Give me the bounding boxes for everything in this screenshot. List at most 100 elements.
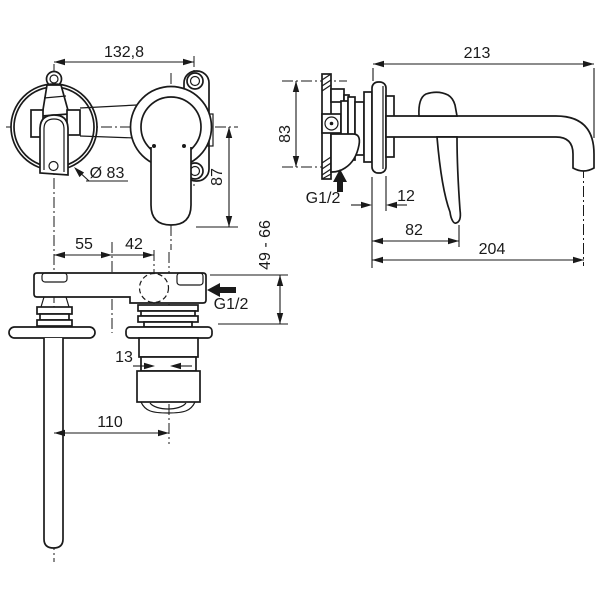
dim-handle-projection: 82: [372, 222, 460, 247]
dim-13-label: 13: [115, 349, 133, 366]
dim-132-8-label: 132,8: [104, 44, 144, 61]
body-disc-4: [363, 91, 373, 163]
dim-204-label: 204: [479, 241, 506, 258]
dim-83-label: 83: [277, 125, 294, 143]
left-body-slot-screw: [48, 160, 59, 172]
left-ring-2: [39, 313, 70, 321]
inlet-thread-label: G1/2: [306, 190, 341, 207]
body-bar-tab-left: [41, 272, 68, 283]
arrow-in-right-icon: [386, 201, 397, 209]
body-bar: [33, 272, 207, 304]
outlet-cylinder: [138, 337, 199, 358]
body-bar-tab-right: [176, 272, 204, 286]
mount-ear-top: [186, 72, 204, 90]
arrow-down-icon: [276, 313, 284, 324]
front-view: 132,8 Ø 83 87: [10, 44, 238, 228]
left-ring-1: [36, 306, 73, 315]
arrow-down-icon: [225, 216, 233, 227]
mount-ear-top-hole: [189, 75, 201, 87]
arrow-left-icon: [372, 256, 383, 264]
arrow-right-icon: [183, 58, 194, 66]
arrow-right-icon: [448, 237, 459, 245]
arrow-up-icon: [225, 127, 233, 138]
left-neck-line-b: [65, 296, 70, 308]
dim-escutcheon-depth: 12: [351, 176, 415, 268]
outlet-callout: G1/2: [207, 283, 248, 313]
dim-escutcheon-diameter: Ø 83: [74, 165, 128, 182]
dim-213-label: 213: [464, 45, 491, 62]
spout: [385, 115, 595, 172]
handle-lever-front: [150, 147, 192, 226]
dim-spout-projection: 204: [372, 241, 584, 264]
escutcheon-side: [371, 81, 387, 174]
dim-nozzle: 13: [115, 349, 192, 370]
cartridge-hidden-circle: [138, 272, 170, 304]
dim-outlet-distance: 110: [54, 414, 169, 437]
body-block-top: [330, 88, 345, 103]
dim-49-66-label: 49 - 66: [257, 220, 274, 270]
inlet-arrow-icon: [333, 169, 347, 182]
handle-lever-side: [436, 136, 462, 224]
outlet-cylinder-narrow: [140, 356, 197, 372]
dim-110-label: 110: [97, 414, 123, 431]
dim-42-label: 42: [125, 236, 143, 253]
arrow-up-icon: [292, 81, 300, 92]
arrow-left-icon: [373, 60, 384, 68]
inlet-arrow-stem: [337, 182, 343, 192]
left-body-slot-inner: [43, 118, 65, 172]
right-ring-3: [137, 315, 199, 323]
arrow-left-icon: [372, 237, 383, 245]
wall-plate-hatch-bottom: [321, 156, 332, 180]
handle-screw-right: [182, 144, 186, 148]
arrow-left-icon: [54, 58, 65, 66]
arrow-right-icon: [158, 429, 169, 437]
arrow-down-icon: [292, 156, 300, 167]
arrow-left-icon: [54, 429, 65, 437]
inlet-callout: G1/2: [306, 169, 347, 207]
connector-line-bottom: [79, 135, 137, 139]
aerator-dome: [140, 401, 196, 414]
connector-line-top: [79, 104, 138, 109]
aerator-dome-inner: [149, 402, 187, 410]
dim-width-between-centers: 132,8: [54, 44, 194, 66]
dim-plate-height: 83: [277, 81, 300, 167]
right-flange: [125, 326, 213, 339]
plan-view: G1/2 55 42 49 - 66 13: [8, 220, 288, 549]
left-body-tower-line: [43, 95, 67, 99]
dim-12-label: 12: [397, 188, 415, 205]
dim-55-label: 55: [75, 236, 93, 253]
handle-lever-fill: [151, 147, 191, 225]
cartridge-dome: [418, 91, 459, 117]
dim-embed-depth: 49 - 66: [210, 220, 288, 325]
arrow-left-icon: [54, 251, 65, 259]
left-body-slot: [39, 114, 69, 176]
left-flange: [8, 326, 96, 339]
dim-handle-drop: 87: [196, 127, 238, 228]
plate-screw: [324, 116, 339, 131]
dim-offsets: 55 42: [54, 236, 154, 259]
arrow-right-icon: [143, 251, 154, 259]
side-view: G1/2 213 83 12: [277, 45, 595, 268]
arrow-up-icon: [276, 275, 284, 286]
arrow-in-right-icon: [170, 362, 181, 370]
handle-screw-left: [152, 144, 156, 148]
dim-diameter-label: Ø 83: [90, 165, 125, 182]
dim-total-projection: 213: [372, 45, 595, 138]
left-ear-hole: [49, 74, 59, 84]
outlet-arrow-stem: [220, 287, 236, 293]
arrow-right-icon: [573, 256, 584, 264]
dim-82-label: 82: [405, 222, 423, 239]
arrow-right-icon: [583, 60, 594, 68]
wall-plate-hatch-top: [321, 73, 332, 92]
left-ring-3: [36, 319, 73, 327]
aerator-housing: [136, 370, 201, 403]
inlet-elbow: [330, 133, 361, 173]
dim-87-label: 87: [209, 168, 226, 186]
left-body-lug-right: [66, 109, 81, 136]
arrow-mid-icon: [101, 251, 112, 259]
right-ring-1: [137, 304, 199, 312]
outlet-thread-label: G1/2: [214, 296, 249, 313]
outlet-arrow-icon: [207, 283, 220, 297]
arrow-leader-icon: [74, 167, 85, 178]
